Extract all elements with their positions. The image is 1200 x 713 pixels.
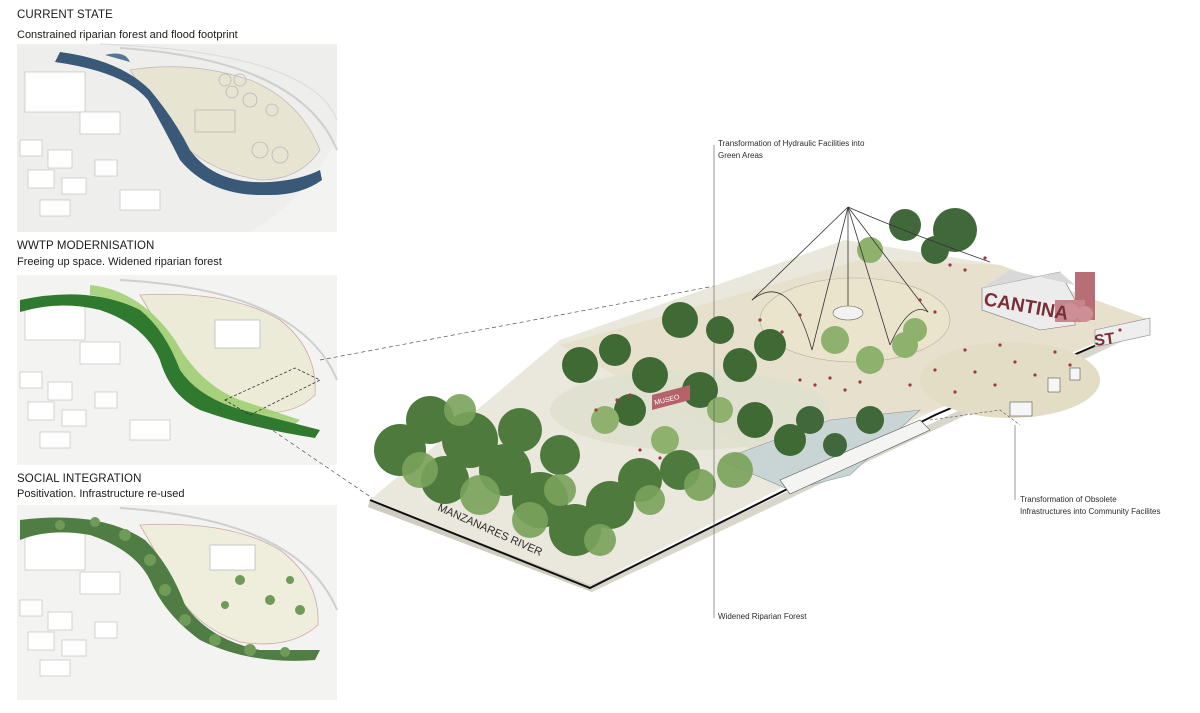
cantina-building — [981, 270, 1151, 348]
panel-title-wwtp-modernisation: WWTP MODERNISATION — [17, 240, 155, 252]
label-st: ST — [1093, 330, 1116, 350]
panel-title-social-integration: SOCIAL INTEGRATION — [17, 473, 142, 485]
annotation-hydraulic: Transformation of Hydraulic Facilities i… — [718, 139, 865, 160]
people-markers — [594, 256, 1122, 460]
axonometric-main — [368, 206, 1151, 592]
map-wwtp-modernisation — [17, 275, 338, 465]
annotation-forest: Widened Riparian Forest — [718, 612, 807, 621]
annotation-obsolete: Transformation of Obsolete Infrastructur… — [1020, 495, 1161, 516]
panel-subtitle-current-state: Constrained riparian forest and flood fo… — [17, 29, 238, 41]
map-current-state — [17, 43, 338, 232]
panel-title-current-state: CURRENT STATE — [17, 9, 113, 21]
panel-subtitle-wwtp-modernisation: Freeing up space. Widened riparian fores… — [17, 256, 222, 268]
tent-structure — [751, 206, 991, 351]
map-social-integration — [17, 505, 338, 700]
panel-subtitle-social-integration: Positivation. Infrastructure re-used — [17, 488, 185, 500]
forest-clusters — [374, 208, 977, 556]
